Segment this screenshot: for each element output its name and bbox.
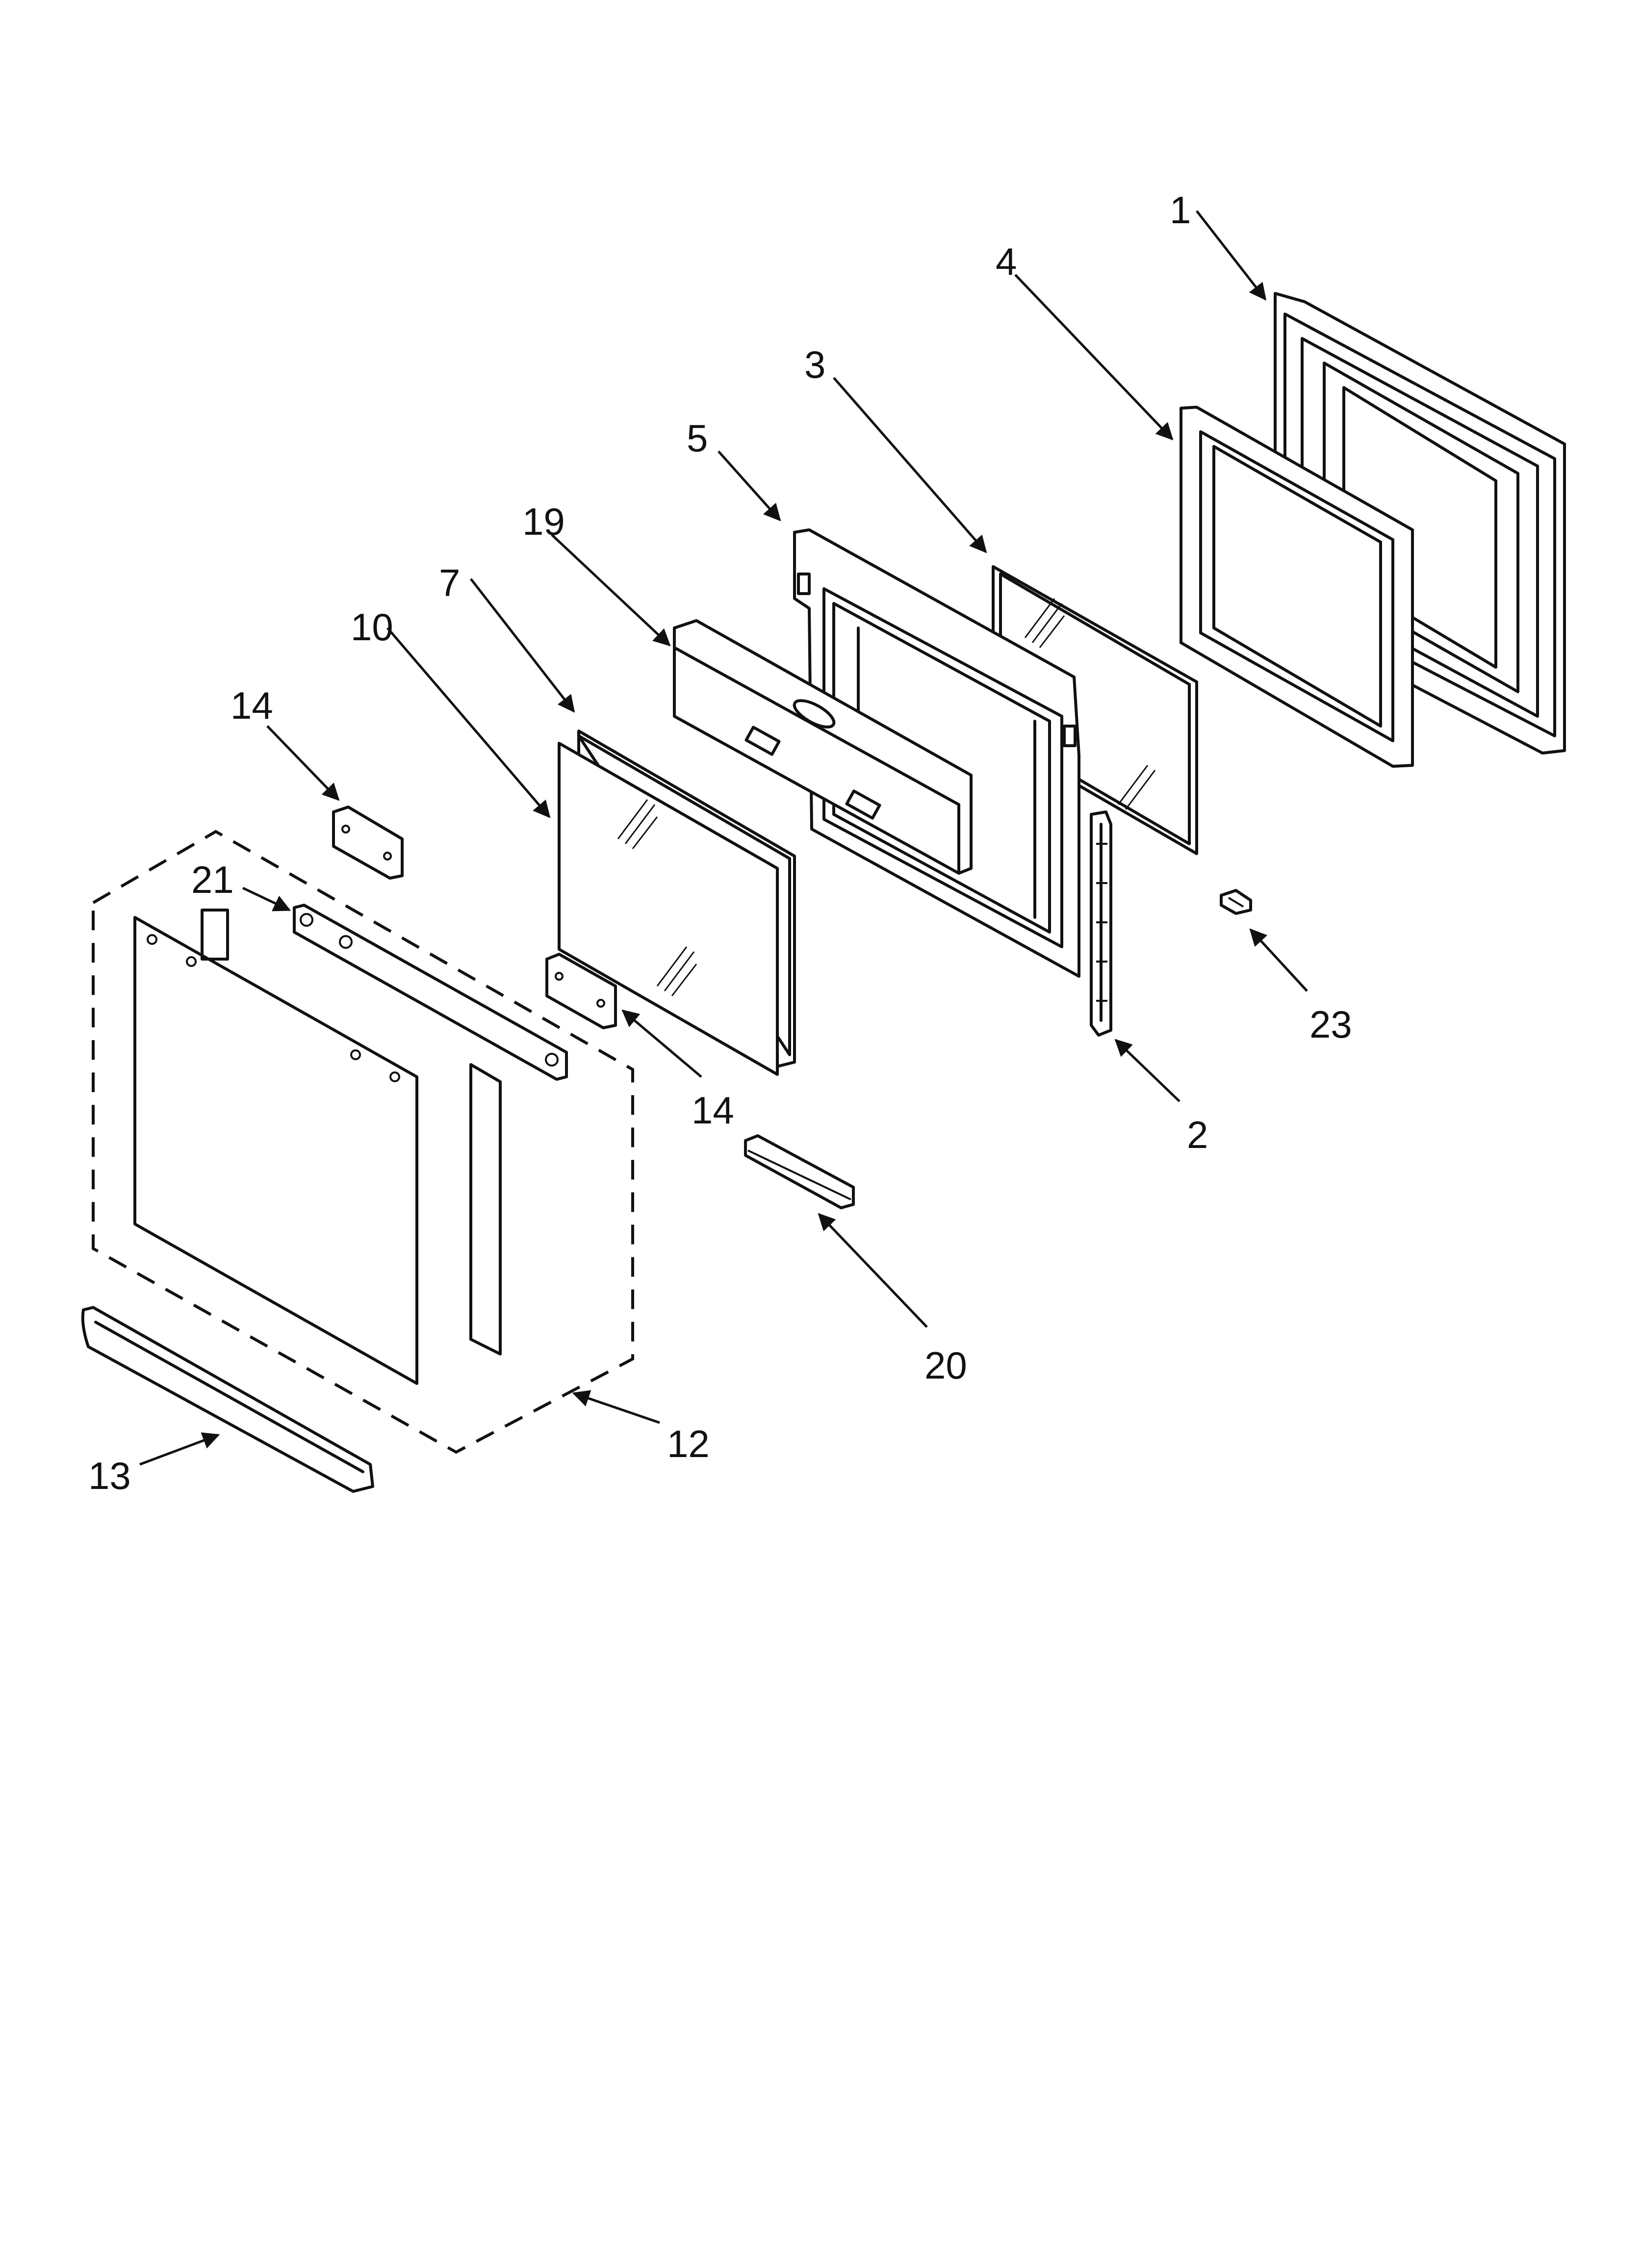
callout-7: 7 xyxy=(439,561,460,604)
callout-10: 10 xyxy=(351,605,393,649)
callout-5: 5 xyxy=(687,417,708,460)
callout-23: 23 xyxy=(1309,1003,1352,1046)
part-hinge-bracket-upper xyxy=(332,806,404,880)
part-hinge-bracket-lower xyxy=(545,953,617,1029)
callout-12: 12 xyxy=(667,1422,710,1465)
part-insulation-strip xyxy=(469,1063,502,1356)
callout-14-upper: 14 xyxy=(231,684,273,727)
part-vent-strip xyxy=(744,1134,855,1209)
part-small-clip xyxy=(1220,889,1252,915)
part-door-frame-trim xyxy=(1180,406,1414,768)
callout-3: 3 xyxy=(804,343,825,386)
callout-2: 2 xyxy=(1187,1113,1208,1156)
part-door-handle xyxy=(81,1306,374,1493)
part-vent-duct xyxy=(673,619,973,875)
callout-21: 21 xyxy=(191,858,234,901)
callout-1: 1 xyxy=(1170,188,1191,232)
part-door-assembly-outline xyxy=(92,830,634,1454)
leader-lines xyxy=(139,210,1308,1466)
part-glass-panel-front xyxy=(558,742,779,1076)
callout-14-lower: 14 xyxy=(692,1089,734,1132)
part-door-outer-panel xyxy=(133,916,418,1385)
callout-4: 4 xyxy=(996,240,1017,283)
callout-labels: 1 4 3 5 19 7 10 14 21 14 2 23 20 12 13 xyxy=(88,188,1352,1497)
callout-13: 13 xyxy=(88,1454,131,1497)
part-door-hinge xyxy=(1090,810,1112,1037)
part-mounting-strip xyxy=(201,904,568,1081)
callout-20: 20 xyxy=(924,1344,967,1387)
callout-19: 19 xyxy=(522,500,565,543)
